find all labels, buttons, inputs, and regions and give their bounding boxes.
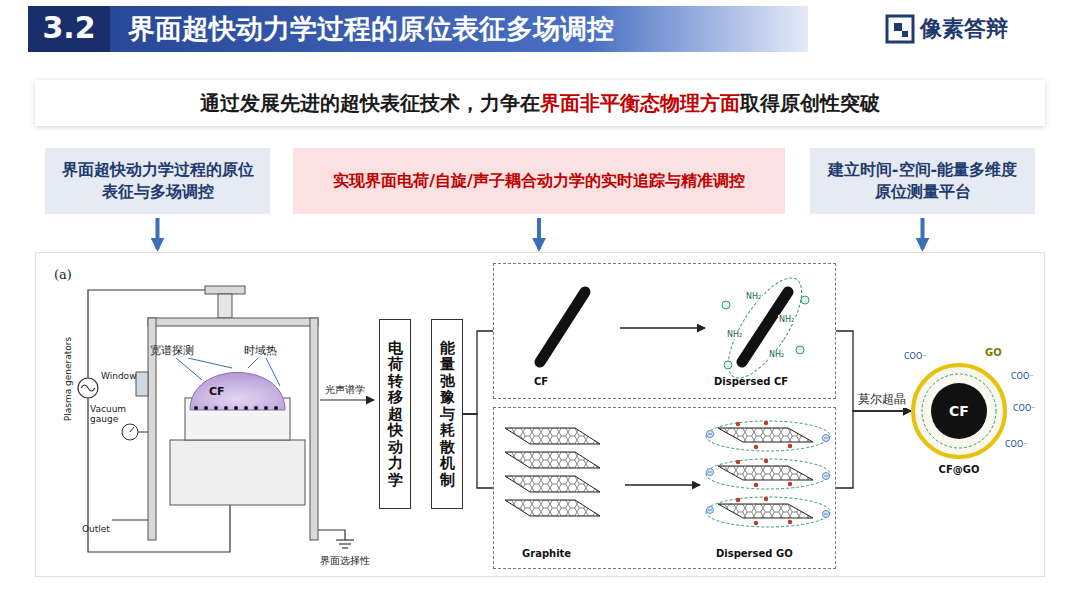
part-label: 光声谱学 — [325, 383, 365, 397]
part-label: NH₂ — [768, 350, 785, 359]
reaction-chamber — [136, 286, 318, 540]
connector-label: 莫尔超晶 — [857, 391, 907, 408]
part-label: COO⁻ — [1012, 404, 1036, 413]
connector — [921, 218, 925, 249]
node-text: 建立时间-空间-能量多维度原位测量平台 — [824, 159, 1021, 202]
dashed-panel: CF Dispersed CF — [493, 263, 836, 399]
figure-panel: (a) 电荷转移超快动力学 能量弛豫与耗散机制 CF Dispersed CF Graph… — [35, 252, 1045, 577]
node-text: 取得原创性突破 — [740, 90, 880, 117]
panel-ground — [35, 252, 1045, 577]
part-label: 界面选择性 — [320, 554, 370, 568]
dispersed-graphene-oxide — [706, 421, 830, 527]
part-label: 宽谱探测 — [150, 343, 194, 358]
part-label: Outlet — [82, 524, 110, 534]
probe-beams — [176, 358, 280, 386]
circle-outline — [911, 363, 1007, 479]
connector — [463, 414, 493, 488]
part-label: NH₂ — [778, 315, 795, 324]
connector — [156, 218, 160, 249]
part-label: Window — [101, 371, 137, 381]
part-label: Vacuum gauge — [90, 404, 130, 425]
part-label: COO⁻ — [1004, 440, 1028, 449]
part-label: NH₂ — [745, 292, 762, 301]
logo-text: 像素答辩 — [920, 14, 1008, 44]
ground-symbol — [318, 530, 354, 548]
graphite-stack — [505, 428, 600, 516]
goal-box-highlight: 实现界面电荷/自旋/声子耦合动力学的实时追踪与精准调控 — [293, 148, 785, 214]
header-band — [28, 6, 808, 52]
vertical-label-box: 能量弛豫与耗散机制 — [431, 319, 463, 509]
section-number: 3.2 — [28, 10, 110, 45]
sample-dots — [194, 406, 278, 410]
node-text: CF@GO — [911, 464, 1007, 475]
headline-bar: 通过发展先进的超快表征技术，力争在界面非平衡态物理方面取得原创性突破 — [35, 80, 1045, 126]
node-text: CF — [911, 403, 1007, 419]
node-text: 界面非平衡态物理方面 — [540, 90, 740, 117]
connector — [463, 331, 493, 414]
node-text: Dispersed GO — [716, 548, 793, 559]
node-text: Dispersed CF — [714, 376, 788, 387]
part-label: COO⁻ — [1010, 372, 1034, 381]
connector — [537, 218, 541, 249]
logo-icon — [887, 16, 913, 42]
carbon-fiber — [540, 292, 585, 362]
dashed-panel: Graphite Dispersed GO — [493, 407, 836, 569]
goal-box: 界面超快动力学过程的原位表征与多场调控 — [45, 148, 270, 214]
section-tab — [28, 6, 110, 52]
dispersed-carbon-fiber — [715, 267, 815, 388]
connector — [836, 331, 911, 411]
process-arrow — [625, 484, 700, 486]
vertical-label-box: 电荷转移超快动力学 — [379, 319, 411, 509]
process-arrow — [620, 327, 705, 329]
part-label: CF — [209, 385, 225, 398]
part-label: 时域热 — [244, 343, 277, 358]
node-text: 通过发展先进的超快表征技术，力争在 — [200, 90, 540, 117]
part-label: COO⁻ — [903, 352, 927, 361]
vacuum-gauge — [122, 424, 148, 440]
goal-box: 建立时间-空间-能量多维度原位测量平台 — [810, 148, 1035, 214]
node-text: 界面超快动力学过程的原位表征与多场调控 — [59, 159, 256, 202]
slide-title: 界面超快动力学过程的原位表征多场调控 — [128, 11, 614, 47]
node-text: CF — [534, 376, 548, 387]
connector — [836, 411, 911, 488]
part-label: NH₂ — [726, 330, 743, 339]
node-text: 能量弛豫与耗散机制 — [440, 340, 455, 489]
node-text: GO — [985, 347, 1002, 358]
part-label: Plasma generators — [63, 324, 73, 434]
node-text: (a) — [54, 267, 72, 282]
outlet-pipe — [112, 519, 148, 520]
photoacoustic-arrow — [320, 399, 374, 400]
node-text: 电荷转移超快动力学 — [388, 340, 403, 489]
node-text: Graphite — [522, 548, 571, 559]
core-shell-circle: CFGOCF@GO — [911, 363, 1007, 479]
node-text: 实现界面电荷/自旋/声子耦合动力学的实时追踪与精准调控 — [333, 171, 745, 192]
